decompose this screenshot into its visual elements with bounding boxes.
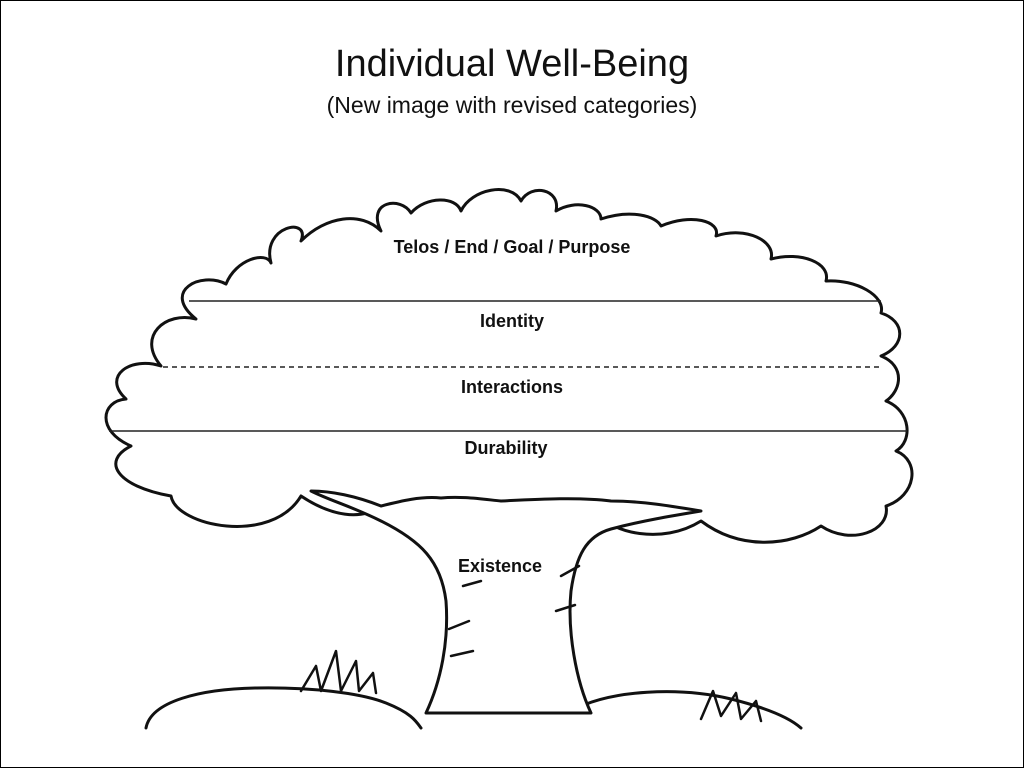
- grass-tuft-left: [299, 649, 378, 695]
- slide-title: Individual Well-Being: [334, 43, 690, 85]
- layer-label-identity: Identity: [479, 311, 544, 331]
- bark-mark: [447, 564, 581, 658]
- layer-label-durability: Durability: [464, 438, 548, 458]
- grass-tuft-right: [699, 689, 763, 723]
- layer-label-telos: Telos / End / Goal / Purpose: [393, 237, 631, 257]
- layer-label-existence: Existence: [457, 556, 543, 576]
- ground-mound-left: [144, 686, 423, 730]
- tree-canopy: [104, 188, 914, 544]
- slide-subtitle: (New image with revised categories): [326, 92, 698, 118]
- ground-mound-right: [569, 690, 803, 730]
- tree-trunk: [309, 489, 703, 715]
- layer-label-interactions: Interactions: [460, 377, 564, 397]
